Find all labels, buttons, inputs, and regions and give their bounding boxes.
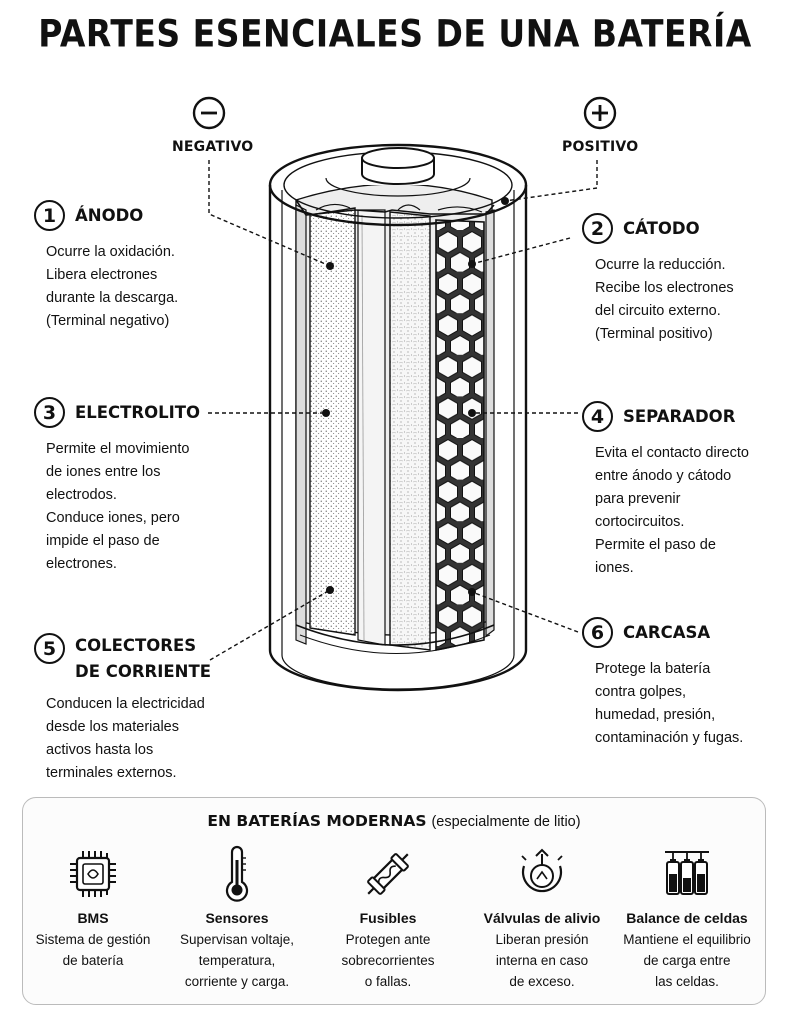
part-anode: 1 ÁNODO Ocurre la oxidación. Libera elec… [34,200,234,333]
modern-title-bold: EN BATERÍAS MODERNAS [207,812,427,830]
fuse-icon [367,853,409,895]
part-number-4: 4 [582,401,613,432]
feature-name-relief-valves: Válvulas de alivio [483,910,601,926]
feature-cell-balancing: Balance de celdas Mantiene el equilibrio… [612,844,762,992]
feature-description-bms: Sistema de gestión de batería [35,932,151,968]
feature-description-fuses: Protegen ante sobrecorrientes o fallas. [341,932,435,989]
chip-icon [70,851,116,897]
feature-name-fuses: Fusibles [359,910,417,926]
part-cathode: 2 CÁTODO Ocurre la reducción. Recibe los… [582,213,782,346]
part-description-electrolyte: Permite el movimiento de iones entre los… [46,441,190,572]
cell-balance-icon [665,851,709,895]
modern-title-note: (especialmente de litio) [431,814,581,830]
part-description-separator: Evita el contacto directo entre ánodo y … [595,445,749,576]
feature-name-sensors: Sensores [205,910,269,926]
part-separator: 4 SEPARADOR Evita el contacto directo en… [582,401,782,580]
relief-valve-icon [521,848,563,893]
part-number-1: 1 [34,200,65,231]
feature-name-cell-balancing: Balance de celdas [626,910,748,926]
thermometer-icon [225,845,249,902]
modern-batteries-panel: EN BATERÍAS MODERNAS (especialmente de l… [22,797,766,1005]
page-title: PARTES ESENCIALES DE UNA BATERÍA [38,11,752,56]
part-number-3: 3 [34,397,65,428]
part-casing: 6 CARCASA Protege la batería contra golp… [582,617,782,750]
feature-relief-valves: Válvulas de alivio Liberan presión inter… [467,844,617,992]
part-name-casing: CARCASA [623,622,711,642]
feature-description-relief-valves: Liberan presión interna en caso de exces… [495,932,589,989]
part-name-electrolyte: ELECTROLITO [75,402,201,422]
part-name-cathode: CÁTODO [623,218,700,238]
modern-batteries-title: EN BATERÍAS MODERNAS (especialmente de l… [23,812,765,830]
part-description-cathode: Ocurre la reducción. Recibe los electron… [595,257,734,342]
part-number-5: 5 [34,633,65,664]
positive-terminal-label: POSITIVO [562,139,639,155]
feature-description-cell-balancing: Mantiene el equilibrio de carga entre la… [623,932,751,989]
part-number-2: 2 [582,213,613,244]
part-electrolyte: 3 ELECTROLITO Permite el movimiento de i… [34,397,234,576]
modern-features-list: BMS Sistema de gestión de batería Sensor… [23,844,765,994]
feature-fuses: Fusibles Protegen ante sobrecorrientes o… [313,844,463,992]
negative-terminal-label: NEGATIVO [172,139,254,155]
feature-description-sensors: Supervisan voltaje, temperatura, corrien… [179,932,295,989]
feature-bms: BMS Sistema de gestión de batería [18,844,168,971]
part-description-current-collectors: Conducen la electricidad desde los mater… [46,696,205,781]
feature-name-bms: BMS [77,910,109,926]
feature-sensors: Sensores Supervisan voltaje, temperatura… [162,844,312,992]
part-name-anode: ÁNODO [75,205,144,225]
part-current-collectors: 5 COLECTORES DE CORRIENTE Conducen la el… [34,633,244,785]
part-number-6: 6 [582,617,613,648]
part-description-anode: Ocurre la oxidación. Libera electrones d… [46,244,179,329]
battery-cutaway-diagram [192,96,617,692]
part-description-casing: Protege la batería contra golpes, humeda… [595,661,744,746]
part-name-current-collectors: COLECTORES DE CORRIENTE [75,636,212,681]
part-name-separator: SEPARADOR [623,406,736,426]
